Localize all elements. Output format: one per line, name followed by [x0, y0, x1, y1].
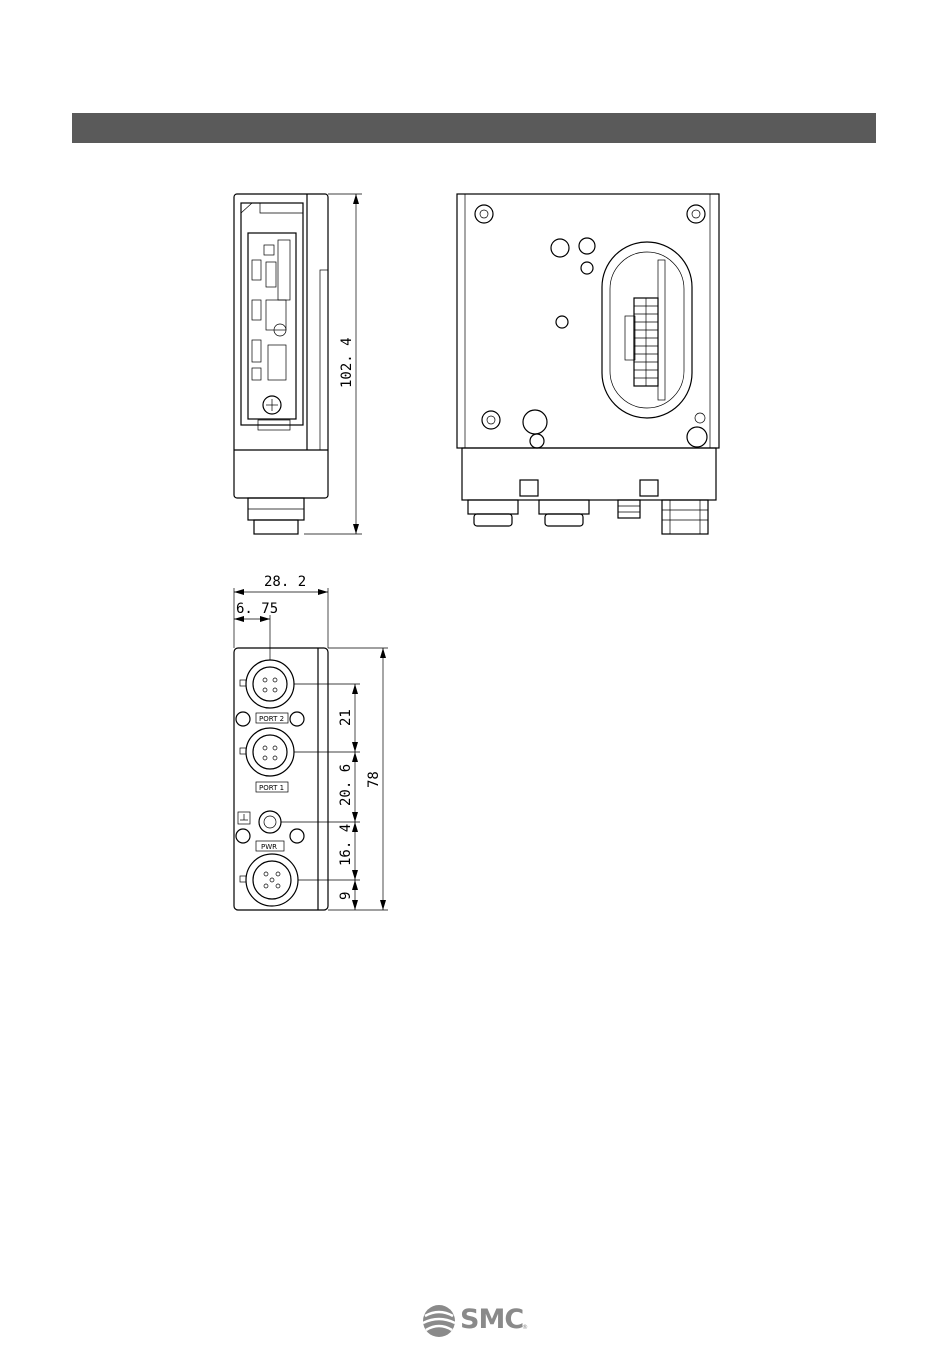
logo-text: SMC — [460, 1304, 523, 1335]
dim-port2-label: 21 — [338, 709, 354, 726]
rear-view — [457, 194, 719, 534]
dim-height-label: 102. 4 — [339, 337, 355, 388]
dim-pwr-label: 9 — [338, 892, 354, 900]
connector-pins — [634, 298, 658, 386]
dim-fe-label: 16. 4 — [338, 824, 354, 866]
pwr-label: PWR — [261, 843, 277, 851]
smc-logo: SMC ® — [418, 1302, 533, 1342]
dim-offset-label: 6. 75 — [236, 601, 278, 617]
side-view: 102. 4 — [234, 194, 362, 534]
port2-label: PORT 2 — [259, 715, 284, 723]
smc-globe-icon — [420, 1304, 460, 1338]
dim-width-label: 28. 2 — [264, 574, 306, 590]
port1-label: PORT 1 — [259, 784, 284, 792]
dim-port1-label: 20. 6 — [338, 764, 354, 806]
logo-registered-mark: ® — [522, 1324, 528, 1331]
bottom-connectors — [468, 480, 708, 534]
bottom-view: PORT 2 PORT 1 PWR 28. 2 — [234, 574, 388, 910]
label-plate-markings — [252, 240, 290, 380]
dim-total-label: 78 — [366, 771, 382, 788]
